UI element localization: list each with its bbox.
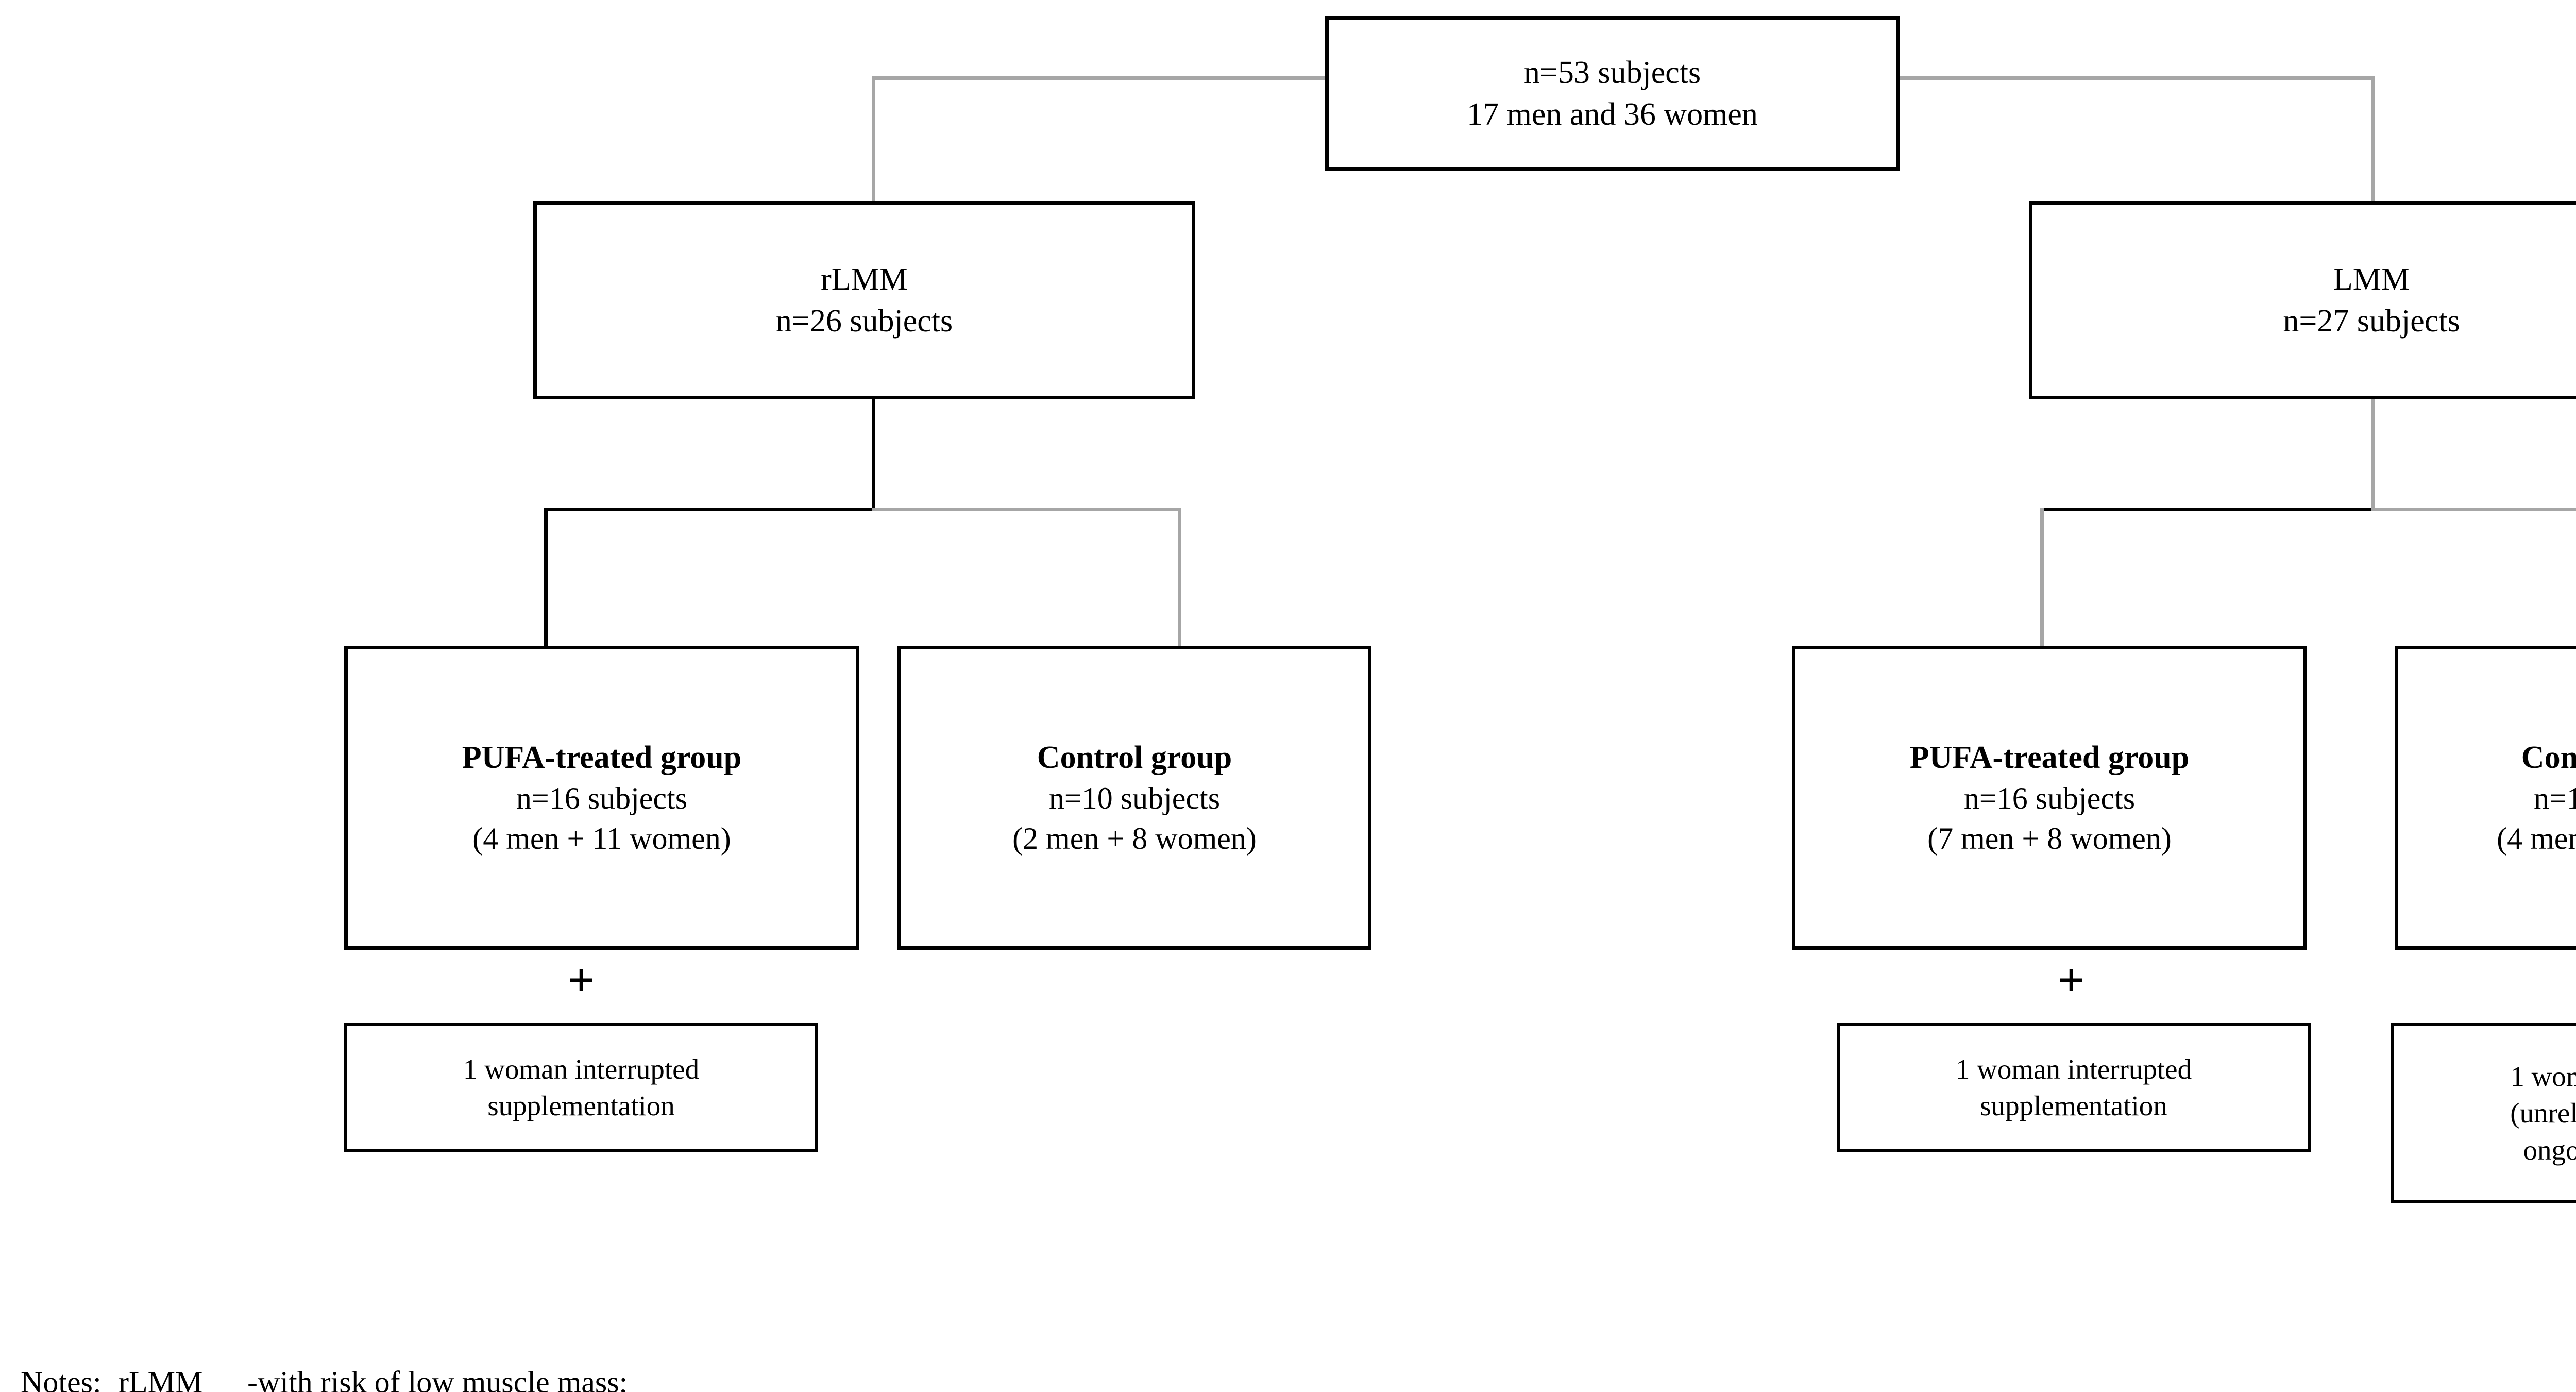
connector-lmm-stem [2371,397,2375,511]
rlmm-control-line2: n=10 subjects [1048,781,1221,816]
connector-lmm-split-left [2040,508,2375,511]
node-rlmm[interactable]: rLMM n=26 subjects [533,201,1195,399]
connector-drop-rlmm [872,76,875,204]
lmm-control-dropout-line1: 1 woman deceased [2510,1060,2576,1092]
connector-drop-lmm [2371,76,2375,204]
notes-label: Notes: [21,1365,101,1392]
connector-rlmm-split-right [872,508,1181,511]
lmm-pufa-line3: (7 men + 8 women) [1927,821,2172,856]
connector-rlmm-stem [872,397,875,511]
connector-lmm-to-pufa [2040,508,2044,649]
total-cohort-line2: 17 men and 36 women [1467,97,1758,132]
connector-rlmm-split-left [544,508,874,511]
notes-row-1: Notes: rLMM -with risk of low muscle mass; [21,1359,628,1392]
lmm-pufa-line2: n=16 subjects [1963,781,2136,816]
lmm-control-dropout-line2: (unrelated with the [2510,1097,2576,1129]
total-cohort-line1: n=53 subjects [1523,55,1701,91]
rlmm-line2: n=26 subjects [775,303,953,339]
rlmm-pufa-heading: PUFA-treated group [462,740,742,775]
connector-rlmm-to-pufa [544,508,548,649]
plus-icon-lmm-pufa: + [2057,953,2085,1006]
rlmm-control-heading: Control group [1037,740,1232,775]
rlmm-pufa-line3: (4 men + 11 women) [472,821,731,856]
lmm-pufa-dropout-line2: supplementation [1980,1090,2167,1121]
rlmm-pufa-dropout-line2: supplementation [487,1090,675,1121]
connector-root-to-right [1896,76,2375,80]
node-total-cohort[interactable]: n=53 subjects 17 men and 36 women [1325,16,1900,171]
node-lmm-control-group[interactable]: Control group n=11 subjects (4 men + 6 w… [2395,646,2576,950]
notes-abbr-rlmm: rLMM [118,1365,203,1392]
notes-text-rlmm: -with risk of low muscle mass; [247,1365,628,1392]
node-rlmm-control-group[interactable]: Control group n=10 subjects (2 men + 8 w… [897,646,1371,950]
node-rlmm-pufa-group[interactable]: PUFA-treated group n=16 subjects (4 men … [344,646,859,950]
lmm-pufa-dropout-line1: 1 woman interrupted [1955,1053,2192,1085]
plus-icon-rlmm-pufa: + [567,953,595,1006]
lmm-control-line3: (4 men + 6 women) [2497,821,2576,856]
rlmm-pufa-dropout-line1: 1 woman interrupted [463,1053,700,1085]
connector-root-to-left [872,76,1328,80]
connector-rlmm-to-control [1178,508,1181,649]
node-lmm-control-dropout[interactable]: 1 woman deceased (unrelated with the ong… [2391,1023,2576,1203]
node-lmm[interactable]: LMM n=27 subjects [2029,201,2576,399]
lmm-line1: LMM [2333,261,2410,297]
lmm-control-dropout-line3: ongoing project) [2523,1134,2576,1166]
plus-icon-lmm-control: + [2571,956,2576,1003]
notes-block: Notes: rLMM -with risk of low muscle mass;… [21,1265,628,1392]
lmm-pufa-heading: PUFA-treated group [1909,740,2190,775]
rlmm-pufa-line2: n=16 subjects [516,781,688,816]
rlmm-control-line3: (2 men + 8 women) [1012,821,1257,856]
node-lmm-pufa-dropout[interactable]: 1 woman interrupted supplementation [1837,1023,2311,1152]
node-lmm-pufa-group[interactable]: PUFA-treated group n=16 subjects (7 men … [1792,646,2307,950]
node-rlmm-pufa-dropout[interactable]: 1 woman interrupted supplementation [344,1023,818,1152]
connector-lmm-split-right [2371,508,2576,511]
lmm-control-line2: n=11 subjects [2534,781,2576,816]
lmm-control-heading: Control group [2521,740,2576,775]
rlmm-line1: rLMM [821,261,908,297]
lmm-line2: n=27 subjects [2283,303,2460,339]
